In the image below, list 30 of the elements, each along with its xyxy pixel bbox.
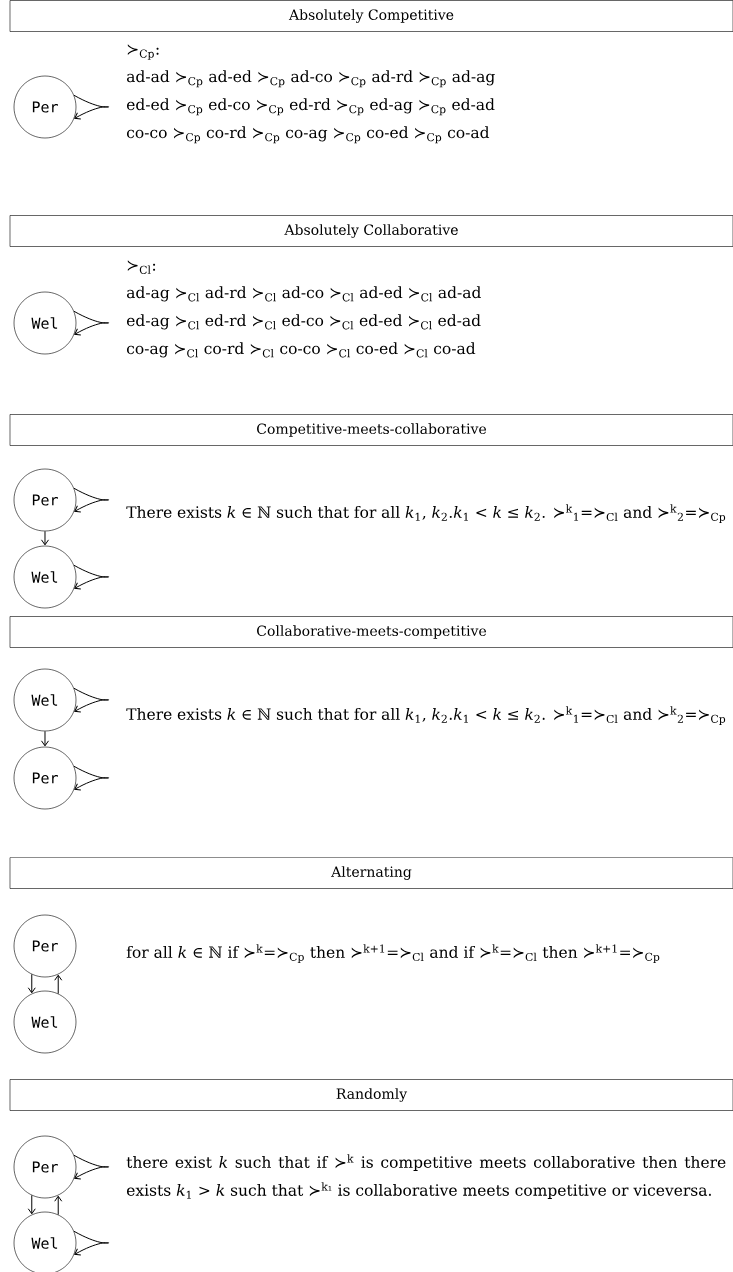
preference-text: ad-ag ≻$_{Cl}$ ad-rd ≻$_{Cl}$ ad-co ≻$_{Cl}$ ad-ed ≻$_{Cl}$ ad-ad [126,286,481,302]
condition-text: there exist k such that if ≻$^{k}$ is competitive meets collaborative then there exists k$_{1}$ > k such that ≻$^{k₁}$ is collaborative meets competitive or viceversa. [126,1154,726,1199]
section-header-band: Competitive-meets-collaborative [9,414,733,446]
section-header-band: Collaborative-meets-competitive [9,616,733,648]
loop-arrow [73,94,110,120]
loop-arrow [73,765,110,791]
arrow [54,1195,63,1216]
arrow [54,974,63,995]
arrow [27,973,36,994]
section-header-band: Alternating [9,857,733,889]
loop-arrow [73,487,110,513]
preference-text: co-ag ≻$_{Cl}$ co-rd ≻$_{Cl}$ co-co ≻$_{Cl}$ co-ed ≻$_{Cl}$ co-ad [126,342,476,358]
section-header-band: Randomly [9,1079,733,1111]
preference-text: co-co ≻$_{Cp}$ co-rd ≻$_{Cp}$ co-ag ≻$_{Cp}$ co-ed ≻$_{Cp}$ co-ad [126,126,490,144]
preference-text: ed-ed ≻$_{Cp}$ ed-co ≻$_{Cp}$ ed-rd ≻$_{Cp}$ ed-ag ≻$_{Cp}$ ed-ad [126,98,495,116]
loop-arrow [73,310,110,336]
arrow [41,730,49,747]
loop-arrow [73,1230,110,1256]
loop-arrow [73,687,110,713]
preference-text: ed-ag ≻$_{Cl}$ ed-rd ≻$_{Cl}$ ed-co ≻$_{Cl}$ ed-ed ≻$_{Cl}$ ed-ad [126,314,481,330]
condition-text: for all k ∈ ℕ if ≻$^{k}$=≻$_{Cp}$ then ≻$^{k+1}$=≻$_{Cl}$ and if ≻$^{k}$=≻$_{Cl}$ then ≻$^{k+1}$=≻$_{Cp}$ [126,944,660,964]
arrow [41,530,49,546]
loop-arrow [73,564,110,590]
loop-arrow [73,1154,110,1180]
preference-text: ad-ad ≻$_{Cp}$ ad-ed ≻$_{Cp}$ ad-co ≻$_{Cp}$ ad-rd ≻$_{Cp}$ ad-ag [126,70,495,88]
section-header-band: Absolutely Collaborative [9,215,733,247]
section-header-band: Absolutely Competitive [9,0,733,32]
arrow [27,1194,36,1215]
condition-text: There exists k ∈ ℕ such that for all k$_{1}$, k$_{2}$.k$_{1}$ < k ≤ k$_{2}$. ≻$^{k}$$_{1}$=≻$_{Cl}$ and ≻$^{k}$$_{2}$=≻$_{Cp}$ [126,504,726,524]
condition-text: There exists k ∈ ℕ such that for all k$_{1}$, k$_{2}$.k$_{1}$ < k ≤ k$_{2}$. ≻$^{k}$$_{1}$=≻$_{Cl}$ and ≻$^{k}$$_{2}$=≻$_{Cp}$ [126,706,726,726]
